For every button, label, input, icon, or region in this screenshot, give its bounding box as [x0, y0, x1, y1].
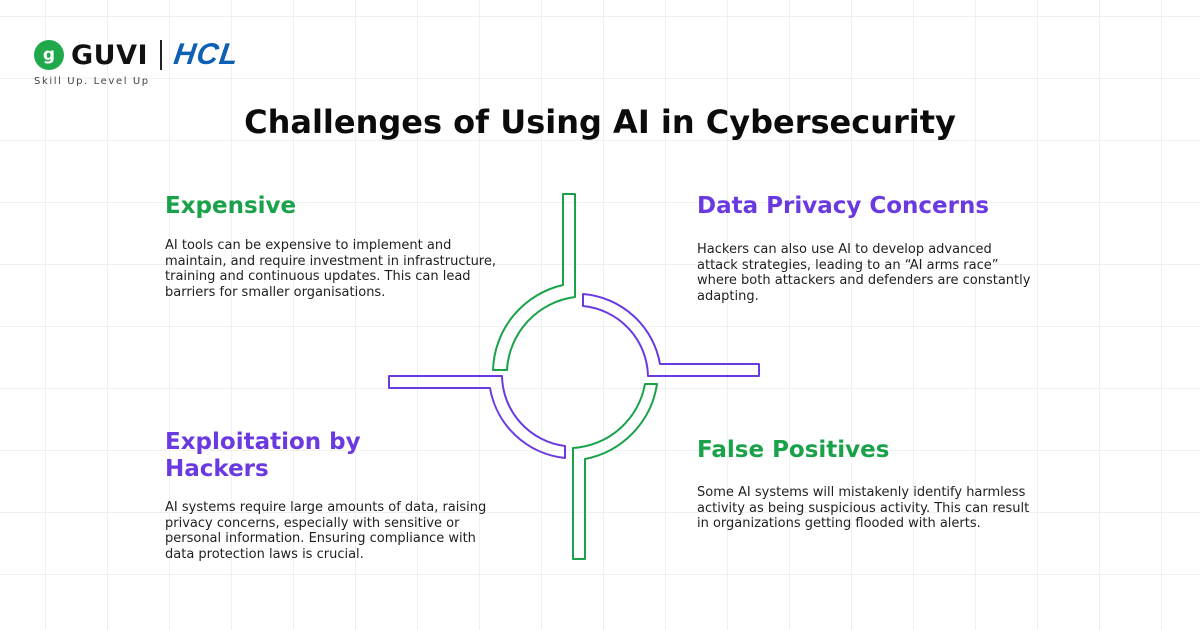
- page-title: Challenges of Using AI in Cybersecurity: [244, 103, 956, 141]
- brand-tagline: Skill Up. Level Up: [34, 76, 150, 87]
- connector-top-green: [492, 193, 576, 371]
- guvi-wordmark: GUVI: [71, 39, 149, 71]
- quadrant-heading: False Positives: [697, 437, 890, 463]
- quadrant-body: AI systems require large amounts of data…: [165, 500, 487, 562]
- quadrant-heading: Exploitation by Hackers: [165, 429, 361, 482]
- brand-divider: [160, 40, 163, 70]
- guvi-logo-icon: g: [34, 40, 64, 70]
- quadrant-exploitation: Exploitation by Hackers AI systems requi…: [165, 429, 525, 562]
- quadrant-data-privacy: Data Privacy Concerns Hackers can also u…: [697, 193, 1057, 304]
- brand-row: g GUVI HCL: [34, 38, 241, 72]
- brand-logo: g GUVI HCL Skill Up. Level Up: [34, 38, 241, 87]
- quadrant-body: Hackers can also use AI to develop advan…: [697, 242, 1031, 304]
- quadrant-body: Some AI systems will mistakenly identify…: [697, 485, 1030, 531]
- connector-left-purple: [388, 375, 566, 459]
- connector-bottom-green: [572, 383, 658, 560]
- quadrant-heading: Data Privacy Concerns: [697, 193, 990, 219]
- quadrant-body: AI tools can be expensive to implement a…: [165, 238, 496, 300]
- connector-right-purple: [582, 293, 760, 377]
- quadrant-false-positives: False Positives Some AI systems will mis…: [697, 437, 1057, 532]
- quadrant-expensive: Expensive AI tools can be expensive to i…: [165, 193, 525, 300]
- quadrant-heading: Expensive: [165, 193, 297, 219]
